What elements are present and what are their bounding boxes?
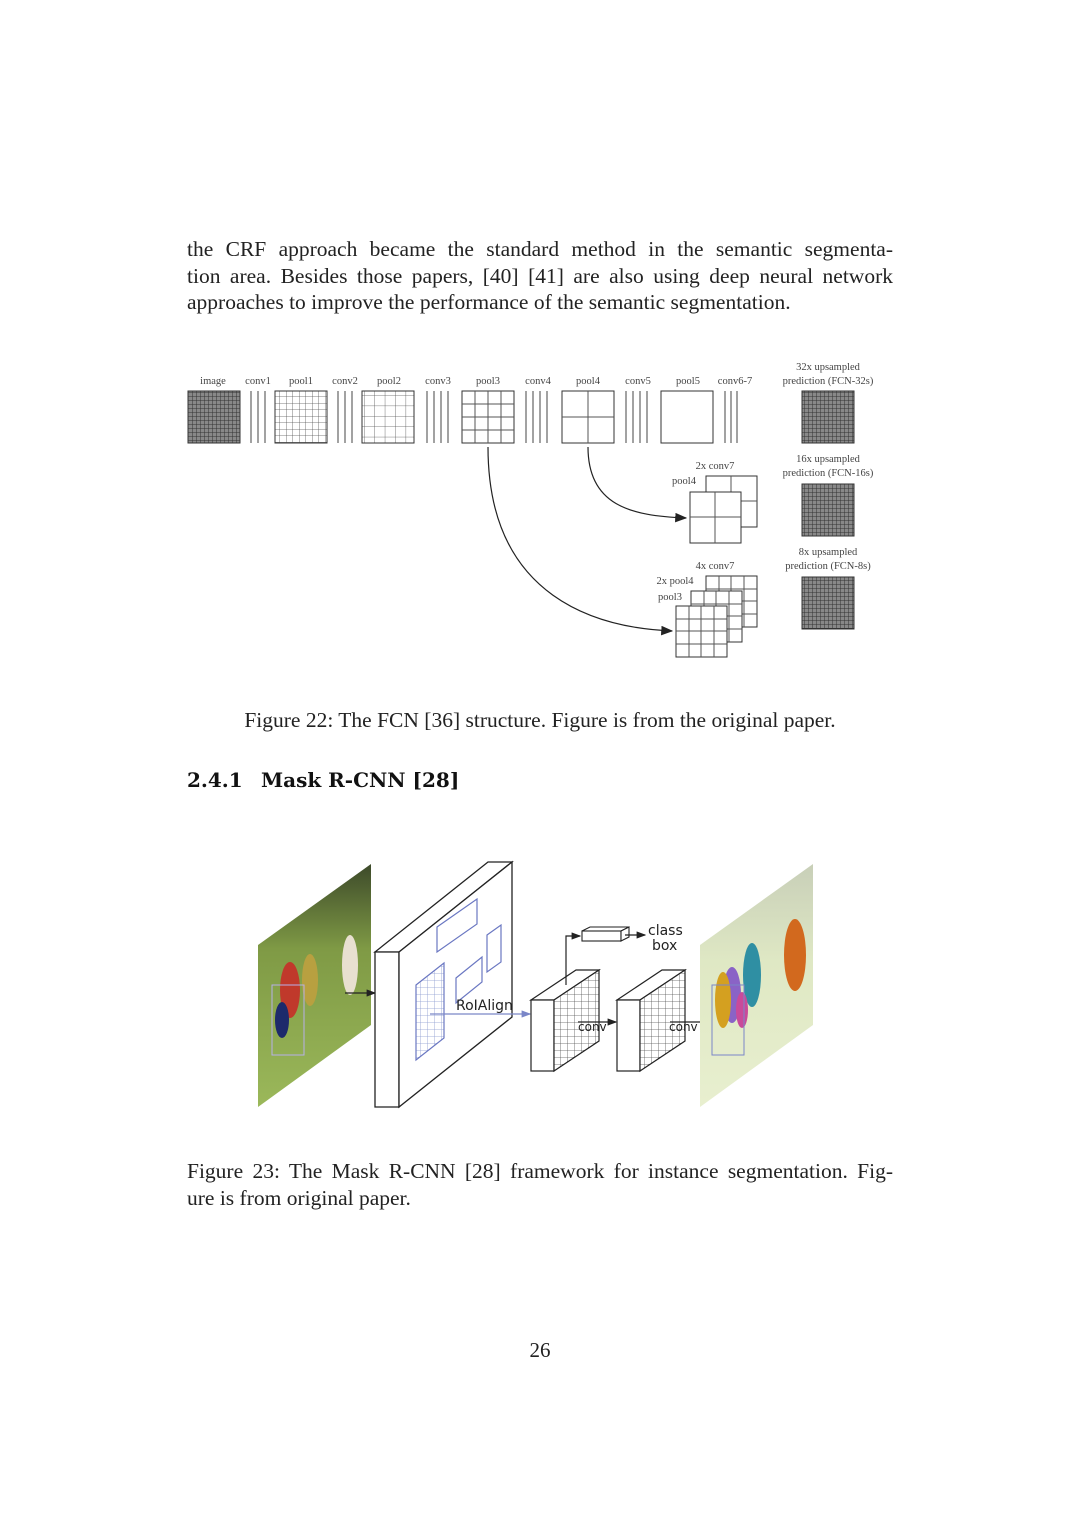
roi-feature-block-1 (529, 968, 601, 1073)
fuse8-label-1: 4x conv7 (696, 561, 735, 572)
section-title: Mask R-CNN [28] (261, 768, 460, 792)
layer-label: conv1 (245, 376, 271, 387)
pool3-skip-arrow (487, 446, 674, 636)
section-number: 2.4.1 (187, 768, 243, 792)
fuse8-label-2: 2x pool4 (656, 576, 694, 587)
layer-label: pool5 (676, 376, 700, 387)
pred32-label-1: 32x upsampled (796, 362, 861, 373)
pred32-label-2: prediction (FCN-32s) (783, 376, 874, 387)
fuse16-label-2: pool4 (672, 476, 697, 487)
figure-23-caption: Figure 23: The Mask R-CNN [28] framework… (187, 1158, 893, 1211)
layer-label: conv3 (425, 376, 451, 387)
pool4-block (561, 390, 615, 444)
conv4-bars (525, 391, 548, 443)
backbone-feature-map (373, 860, 514, 1109)
pool2-block (361, 390, 415, 444)
pool3-block (461, 390, 515, 444)
layer-label: pool1 (289, 376, 313, 387)
body-paragraph: the CRF approach became the standard met… (187, 236, 893, 316)
box-label: box (652, 938, 677, 954)
layer-label: pool2 (377, 376, 401, 387)
layer-label: conv5 (625, 376, 651, 387)
pool5-block (660, 390, 714, 444)
figure-22-caption: Figure 22: The FCN [36] structure. Figur… (244, 708, 836, 732)
fcn32s-prediction (801, 390, 855, 444)
layer-label: pool3 (476, 376, 500, 387)
pool4-skip-arrow (587, 446, 688, 523)
conv5-bars (625, 391, 648, 443)
fcn16s-prediction (801, 483, 855, 537)
layer-label: pool4 (576, 376, 601, 387)
pool1-block (274, 390, 328, 444)
conv2-bars (337, 391, 353, 443)
section-heading: 2.4.1 Mask R-CNN [28] (187, 768, 459, 792)
branch-arrow (565, 932, 582, 985)
input-image-block (187, 390, 241, 444)
pred8-label-1: 8x upsampled (799, 547, 858, 558)
pred16-label-2: prediction (FCN-16s) (783, 468, 874, 479)
conv-label-2: conv (669, 1020, 698, 1034)
conv6-7-bars (724, 391, 738, 443)
roialign-label: RoIAlign (456, 998, 513, 1014)
fuse16-stack (689, 475, 758, 544)
body-line: the CRF approach became the standard met… (187, 237, 893, 261)
fuse8-label-3: pool3 (658, 592, 682, 603)
output-photo-segmented (700, 864, 813, 1107)
caption-line: ure is from original paper. (187, 1185, 411, 1210)
body-line: tion area. Besides those papers, [40] [4… (187, 263, 893, 288)
class-label: class (648, 923, 683, 939)
pred16-label-1: 16x upsampled (796, 454, 861, 465)
figure-23-mask-rcnn-diagram: RoIAlign conv conv class box (258, 860, 813, 1109)
layer-label: image (200, 376, 226, 387)
layer-label: conv2 (332, 376, 358, 387)
layer-label: conv4 (525, 376, 551, 387)
conv3-bars (426, 391, 449, 443)
fc-head-block (581, 926, 630, 942)
body-line: approaches to improve the performance of… (187, 290, 791, 314)
conv1-bars (250, 391, 266, 443)
figure-22-fcn-diagram: image conv1 pool1 conv2 pool2 conv3 pool… (187, 362, 874, 658)
conv-label-1: conv (578, 1020, 607, 1034)
caption-line: Figure 23: The Mask R-CNN [28] framework… (187, 1159, 893, 1183)
input-photo-soccer (258, 864, 371, 1107)
layer-label: conv6-7 (718, 376, 752, 387)
pred8-label-2: prediction (FCN-8s) (785, 561, 871, 572)
fcn8s-prediction (801, 576, 855, 630)
roi-feature-block-2 (615, 968, 687, 1073)
page-number: 26 (529, 1338, 551, 1362)
fuse16-label-1: 2x conv7 (696, 461, 735, 472)
fuse8-stack (675, 575, 758, 658)
